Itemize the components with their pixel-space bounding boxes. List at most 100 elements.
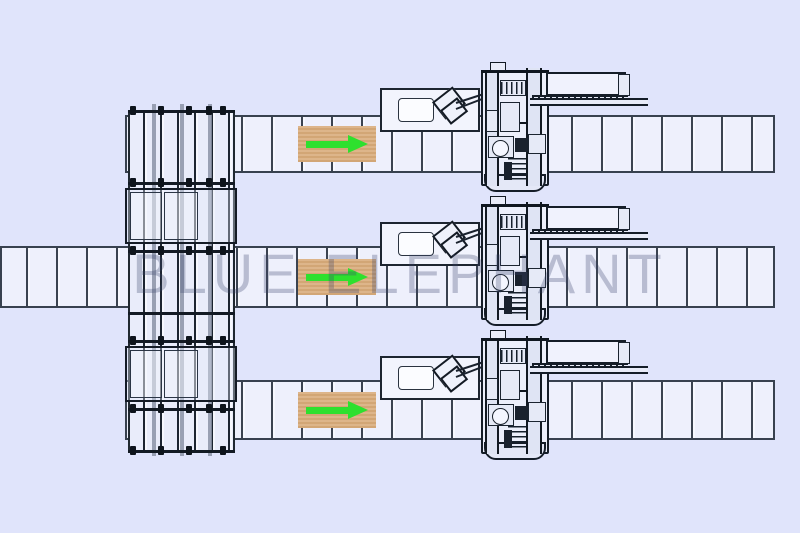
transfer-pin (220, 106, 226, 115)
conveyor-end-left (125, 382, 127, 438)
motor-block (504, 296, 512, 314)
transfer-pin (158, 336, 164, 345)
extension-end-stop (618, 342, 630, 364)
lift-platform-upper (130, 192, 162, 240)
top-cap (490, 196, 506, 205)
transfer-pin (158, 404, 164, 413)
transfer-pin (186, 178, 192, 187)
gantry-rail-top (481, 338, 549, 341)
arrow-right-icon (306, 135, 368, 153)
transfer-pin (158, 178, 164, 187)
transfer-pin (158, 446, 164, 455)
transfer-pin (220, 246, 226, 255)
transfer-pin (220, 404, 226, 413)
top-cap (490, 330, 506, 339)
wood-panel-line-2 (298, 259, 376, 295)
machine-unit-line-1 (378, 62, 648, 192)
extension-end-stop (618, 208, 630, 230)
transfer-pin (186, 404, 192, 413)
extension-end-stop (618, 74, 630, 96)
cross-transfer-rail (128, 450, 235, 453)
gantry-rail-top (481, 70, 549, 73)
servo-unit (528, 268, 546, 288)
machine-unit-line-3 (378, 330, 648, 460)
motor-block (504, 430, 512, 448)
transfer-pin (130, 178, 136, 187)
transfer-chain-slot (208, 104, 212, 456)
drive-belt (515, 406, 529, 420)
lift-platform-lower-b (164, 350, 198, 398)
cross-transfer-conveyor (125, 104, 237, 456)
arrow-right-icon (306, 268, 368, 286)
cross-transfer-rail (128, 408, 235, 411)
tool-rack-hatching (501, 350, 525, 362)
carriage-block (500, 236, 520, 266)
extension-rail-dashed (532, 363, 628, 368)
transfer-chain-slot (180, 104, 184, 456)
transfer-pin (130, 106, 136, 115)
transfer-pin (206, 106, 212, 115)
gantry-column-right (526, 202, 542, 320)
carriage-block (500, 370, 520, 400)
conveyor-end-right (773, 117, 775, 171)
gantry-rail-top (481, 204, 549, 207)
transfer-pin (186, 106, 192, 115)
transfer-pin (158, 106, 164, 115)
motor-block (504, 162, 512, 180)
transfer-pin (220, 178, 226, 187)
transfer-pin (206, 404, 212, 413)
conveyor-end-left (0, 248, 2, 306)
unloading-extension-arm (546, 206, 626, 230)
top-cap (490, 62, 506, 71)
transfer-pin (130, 246, 136, 255)
rotary-spindle (492, 274, 509, 291)
carriage-block (500, 102, 520, 132)
cabinet-window (398, 366, 434, 390)
cross-transfer-rail (128, 340, 235, 343)
lift-platform-upper-b (164, 192, 198, 240)
lift-station-upper (125, 188, 237, 244)
cross-transfer-rail (128, 250, 235, 253)
rotary-spindle (492, 408, 509, 425)
transfer-pin (206, 246, 212, 255)
transfer-pin (220, 336, 226, 345)
lift-station-lower (125, 346, 237, 402)
clamp-block-a (486, 110, 498, 132)
drive-belt (515, 272, 529, 286)
wood-panel-line-3 (298, 392, 376, 428)
machine-unit-line-2 (378, 196, 648, 326)
transfer-pin (186, 446, 192, 455)
clamp-block-a (486, 244, 498, 266)
wood-panel-line-1 (298, 126, 376, 162)
lift-platform-lower (130, 350, 162, 398)
gantry-column-right (526, 68, 542, 186)
clamp-block-a (486, 378, 498, 400)
extension-rail-dashed (532, 95, 628, 100)
arrow-right-icon (306, 401, 368, 419)
transfer-pin (206, 178, 212, 187)
drive-belt (515, 138, 529, 152)
transfer-pin (220, 446, 226, 455)
transfer-chain-slot (152, 104, 156, 456)
gantry-column-right (526, 336, 542, 454)
ladder-frame (508, 426, 526, 450)
cross-transfer-rail (128, 110, 235, 113)
transfer-pin (130, 336, 136, 345)
conveyor-end-right (773, 248, 775, 306)
unloading-extension-arm (546, 72, 626, 96)
tool-rack-hatching (501, 216, 525, 228)
transfer-pin (186, 246, 192, 255)
rotary-spindle (492, 140, 509, 157)
servo-unit (528, 134, 546, 154)
transfer-pin (206, 336, 212, 345)
ladder-frame (508, 292, 526, 316)
cross-transfer-rail (128, 312, 235, 315)
cabinet-window (398, 232, 434, 256)
ladder-frame (508, 158, 526, 182)
cabinet-window (398, 98, 434, 122)
transfer-pin (158, 246, 164, 255)
unloading-extension-arm (546, 340, 626, 364)
extension-rail-dashed (532, 229, 628, 234)
tool-rack-hatching (501, 82, 525, 94)
